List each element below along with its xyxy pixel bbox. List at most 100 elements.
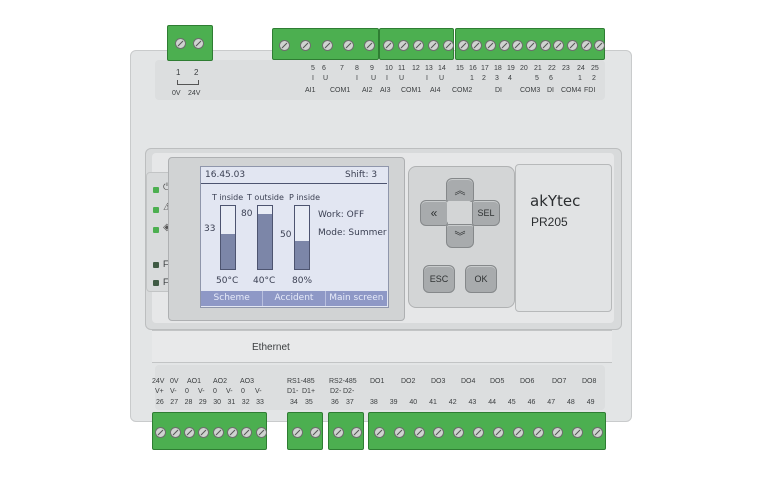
power-led — [153, 187, 159, 193]
tab-accident[interactable]: Accident — [263, 291, 326, 306]
terminal-sub-mark: I — [426, 75, 428, 82]
divider — [152, 330, 612, 331]
screw-icon[interactable] — [397, 40, 409, 51]
terminal-sub-mark: I — [386, 75, 388, 82]
screw-icon[interactable] — [292, 427, 303, 438]
screw-icon[interactable] — [212, 427, 224, 438]
group-label: AO1 — [187, 378, 202, 385]
screw-icon[interactable] — [532, 427, 544, 438]
do-label: DO8 — [582, 378, 597, 385]
screw-icon[interactable] — [442, 40, 454, 51]
group-label: AI4 — [430, 87, 441, 94]
down-button[interactable]: ︾ — [446, 224, 474, 248]
screw-icon[interactable] — [485, 40, 497, 51]
screw-icon[interactable] — [373, 427, 385, 438]
screw-icon[interactable] — [572, 427, 584, 438]
terminal-sub-mark: I — [312, 75, 314, 82]
screw-icon[interactable] — [453, 427, 465, 438]
terminal-number: 22 — [548, 65, 556, 72]
terminal-number: 33 — [256, 399, 264, 406]
bar-value: 33 — [204, 224, 216, 234]
terminal-number: 12 — [412, 65, 420, 72]
terminal-number: 21 — [534, 65, 542, 72]
terminal-sub-mark: 1 — [578, 75, 582, 82]
tab-main-screen[interactable]: Main screen — [329, 293, 384, 303]
terminal-sub-mark: U — [323, 75, 329, 82]
screw-icon[interactable] — [155, 427, 167, 438]
ok-button[interactable]: OK — [465, 265, 497, 293]
screw-icon[interactable] — [412, 40, 424, 51]
terminal-number: 27 — [170, 399, 179, 406]
terminal-number: 23 — [562, 65, 570, 72]
screw-icon[interactable] — [457, 40, 469, 51]
screw-icon[interactable] — [594, 40, 606, 51]
terminal-sub-mark: U — [439, 75, 445, 82]
screw-icon[interactable] — [241, 427, 253, 438]
screw-icon[interactable] — [552, 427, 564, 438]
screw-icon[interactable] — [183, 427, 195, 438]
screw-icon[interactable] — [427, 40, 439, 51]
do-label: DO6 — [520, 378, 535, 385]
double-chevron-down-icon: ︾ — [454, 231, 466, 243]
sel-button[interactable]: SEL — [472, 200, 500, 226]
terminal-sub-mark: I — [356, 75, 358, 82]
screw-icon[interactable] — [198, 427, 210, 438]
top-terminal-rail — [155, 60, 605, 100]
power-terminal-block[interactable] — [167, 25, 213, 61]
screw-icon[interactable] — [342, 40, 354, 51]
screw-icon[interactable] — [255, 427, 267, 438]
up-button[interactable]: ︽ — [446, 178, 474, 202]
terminal-number: 36 — [331, 399, 339, 406]
terminal-block-ai3-ai4[interactable] — [379, 28, 454, 60]
group-label: COM2 — [452, 87, 473, 94]
terminal-sub-mark: U — [399, 75, 405, 82]
screw-icon[interactable] — [498, 40, 510, 51]
terminal-block-ai1-ai2[interactable] — [272, 28, 379, 60]
screw-icon[interactable] — [512, 427, 524, 438]
terminal-number: 35 — [305, 399, 313, 406]
screw-icon[interactable] — [433, 427, 445, 438]
terminal-number: 44 — [488, 399, 496, 406]
screw-icon[interactable] — [364, 40, 376, 51]
screw-icon[interactable] — [592, 427, 604, 438]
screw-icon[interactable] — [382, 40, 394, 51]
group-label: COM1 — [401, 87, 422, 94]
bar-bottom-label: 40°C — [253, 276, 276, 286]
screw-icon[interactable] — [169, 427, 181, 438]
screw-icon[interactable] — [580, 40, 592, 51]
screw-icon[interactable] — [471, 40, 483, 51]
screw-icon[interactable] — [351, 427, 362, 438]
screw-icon[interactable] — [227, 427, 239, 438]
group-label: COM4 — [561, 87, 582, 94]
terminal-number: 5 — [311, 65, 315, 72]
sub-label: 0 — [241, 388, 245, 395]
screw-icon[interactable] — [300, 40, 312, 51]
screw-icon[interactable] — [526, 40, 537, 51]
screw-icon[interactable] — [539, 40, 551, 51]
screw-icon[interactable] — [278, 40, 290, 51]
group-label: DI — [547, 87, 554, 94]
tab-scheme[interactable]: Scheme — [201, 291, 264, 306]
terminal-block-do[interactable] — [368, 412, 606, 450]
screw-icon[interactable] — [566, 40, 578, 51]
left-button[interactable]: « — [420, 200, 448, 226]
screw-icon[interactable] — [333, 427, 344, 438]
screw-icon[interactable] — [413, 427, 425, 438]
terminal-number: 40 — [409, 399, 418, 406]
terminal-block-rs2-485[interactable] — [328, 412, 364, 450]
sub-label: V- — [255, 388, 262, 395]
group-label: AO2 — [213, 378, 228, 385]
terminal-number: 48 — [567, 399, 575, 406]
screw-icon[interactable] — [321, 40, 333, 51]
terminal-block-analog-out[interactable] — [152, 412, 267, 450]
terminal-number: 30 — [213, 399, 221, 406]
screw-icon[interactable] — [512, 40, 524, 51]
esc-button[interactable]: ESC — [423, 265, 455, 293]
screw-icon[interactable] — [553, 40, 565, 51]
screw-icon[interactable] — [393, 427, 405, 438]
screw-icon[interactable] — [473, 427, 485, 438]
screw-icon[interactable] — [310, 427, 321, 438]
terminal-block-di[interactable] — [455, 28, 606, 60]
screw-icon[interactable] — [492, 427, 504, 438]
terminal-block-rs1-485[interactable] — [287, 412, 323, 450]
